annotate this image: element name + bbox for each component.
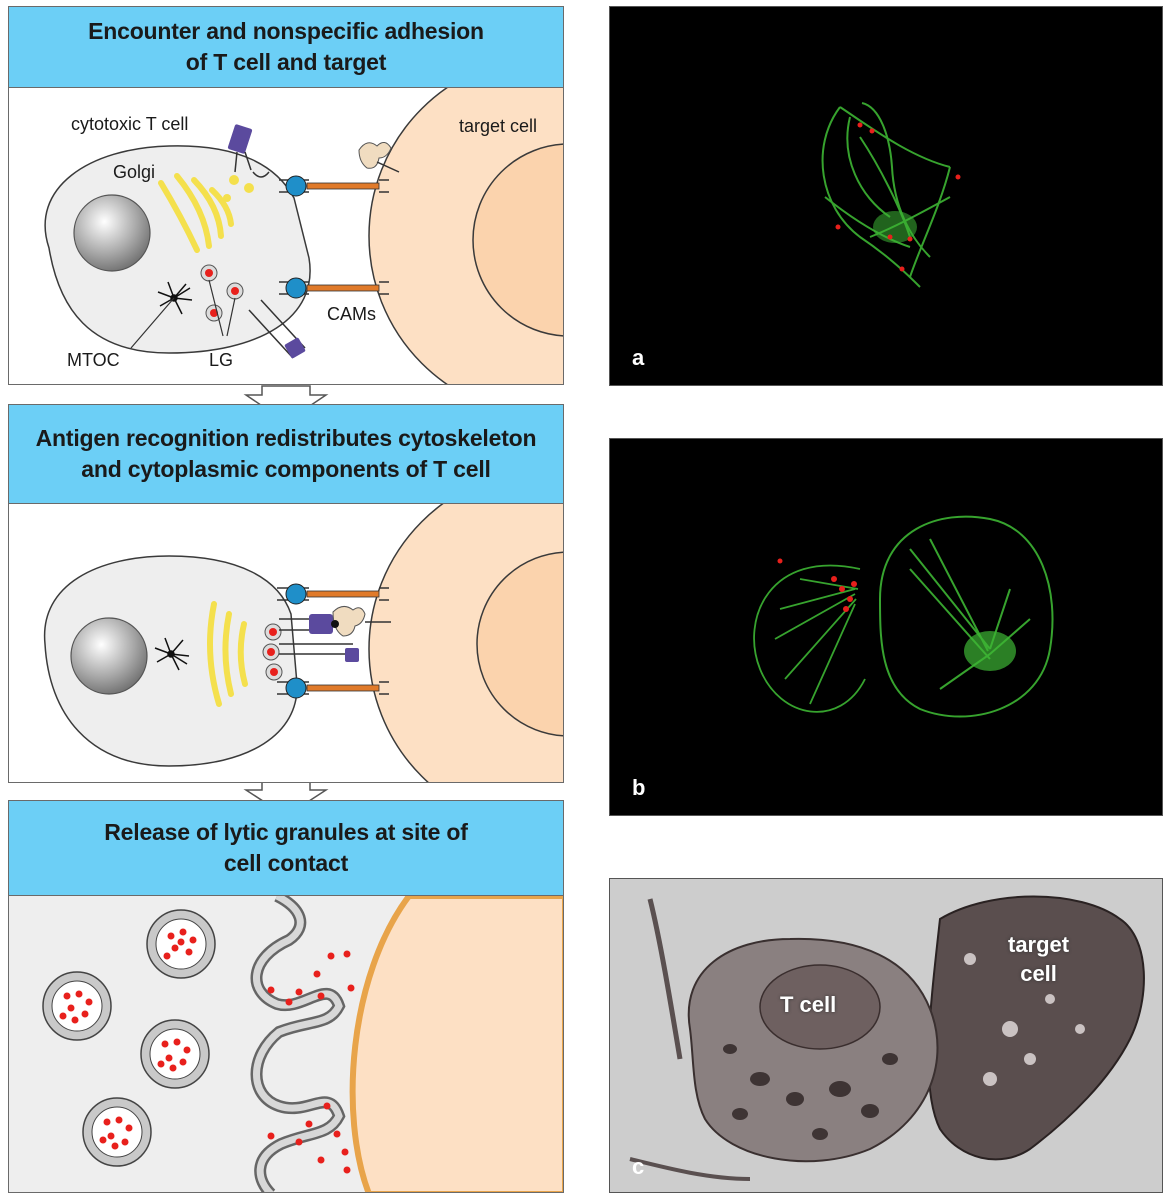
micrograph-c-target-line1: target	[1008, 932, 1070, 957]
step3-header: Release of lytic granules at site of cel…	[8, 800, 564, 896]
mtoc-leader	[130, 297, 175, 349]
lytic-granule-4	[82, 1097, 152, 1167]
golgi-stacks	[158, 173, 234, 253]
cam-pair-top	[279, 175, 389, 197]
target-cell-edge	[349, 896, 563, 1192]
target-nucleus	[472, 143, 563, 337]
t-cell-membrane-inner	[253, 896, 343, 1192]
micrograph-c-image	[610, 879, 1162, 1192]
micrograph-c-target-line2: cell	[1020, 960, 1057, 986]
micrograph-b-image	[753, 515, 1054, 718]
tcr-mhc-complex	[279, 606, 391, 662]
label-golgi: Golgi	[113, 162, 155, 182]
label-lg: LG	[209, 350, 233, 370]
t-cell-nucleus	[73, 194, 151, 272]
step2-title-line1: Antigen recognition redistributes cytosk…	[35, 424, 537, 451]
step2-header: Antigen recognition redistributes cytosk…	[8, 404, 564, 504]
golgi-vesicles	[223, 175, 254, 202]
step3-panel	[8, 895, 564, 1193]
t-cell-receptor-top	[227, 124, 270, 178]
label-cams: CAMs	[327, 304, 376, 324]
step1-title-line2: of T cell and target	[185, 49, 387, 75]
mhc-molecule	[358, 142, 400, 173]
label-cytotoxic-t-cell: cytotoxic T cell	[71, 114, 188, 134]
cam-pair-top	[277, 583, 389, 605]
micrograph-a-label: a	[632, 345, 645, 370]
step2-title-line2: and cytoplasmic components of T cell	[81, 456, 491, 482]
target-nucleus	[476, 551, 563, 737]
mtoc	[154, 637, 190, 671]
micrograph-c-target-label: target cell	[1008, 931, 1069, 988]
released-granule-contents	[267, 950, 355, 1174]
label-target-cell: target cell	[459, 116, 537, 136]
micrograph-c: T cell target cell c	[609, 878, 1163, 1193]
micrograph-c-tcell-label: T cell	[780, 992, 837, 1017]
micrograph-c-label: c	[632, 1154, 645, 1179]
lytic-granules	[200, 264, 244, 322]
em-vesicles	[964, 953, 1085, 1086]
em-cell-process	[647, 898, 683, 1060]
label-mtoc: MTOC	[67, 350, 120, 370]
step1-title-line1: Encounter and nonspecific adhesion	[88, 17, 484, 44]
step3-diagram	[42, 896, 563, 1192]
em-organelles	[723, 1044, 898, 1140]
step2-panel	[8, 503, 564, 783]
cam-pair-bottom	[279, 277, 389, 299]
em-t-cell-nucleus	[759, 964, 881, 1050]
step1-panel: cytotoxic T cell target cell Golgi MTOC …	[8, 87, 564, 385]
micrograph-b-label: b	[632, 775, 646, 800]
em-target-cell	[927, 895, 1145, 1161]
step2-diagram	[43, 504, 563, 782]
t-cell-nucleus	[70, 617, 148, 695]
lg-leader	[208, 279, 236, 337]
micrograph-a-image	[821, 102, 961, 288]
lytic-granules	[262, 623, 283, 681]
micrograph-b: b	[609, 438, 1163, 816]
em-cell-process-bottom	[629, 1157, 751, 1181]
lytic-granule-3	[140, 1019, 210, 1089]
cam-pair-bottom	[277, 677, 389, 699]
micrograph-a: a	[609, 6, 1163, 386]
lytic-granule-2	[42, 971, 112, 1041]
t-cell-receptor-bottom	[248, 299, 306, 359]
lytic-granule-1	[146, 909, 216, 979]
step1-header: Encounter and nonspecific adhesion of T …	[8, 6, 564, 88]
golgi-stacks	[207, 601, 248, 707]
step3-title-line2: cell contact	[223, 850, 349, 876]
step3-title-line1: Release of lytic granules at site of	[104, 818, 468, 845]
step1-diagram: cytotoxic T cell target cell Golgi MTOC …	[44, 88, 563, 384]
